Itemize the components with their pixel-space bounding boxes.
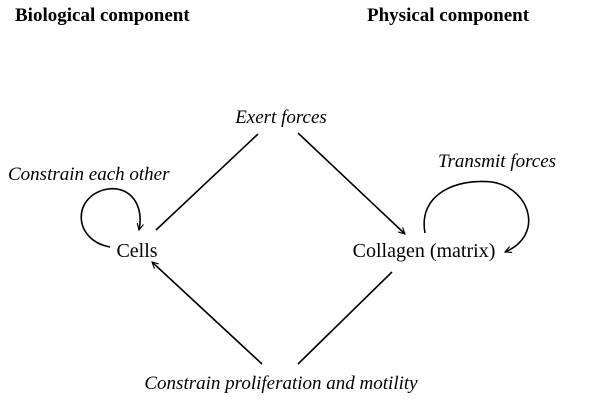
arrow-exert-forces-to-collagen (297, 132, 405, 234)
node-collagen-matrix: Collagen (matrix) (353, 240, 496, 262)
edge-collagen-to-constrain-proliferation (297, 271, 393, 365)
node-cells: Cells (116, 240, 157, 262)
heading-physical-component: Physical component (367, 5, 530, 26)
arrow-constrain-proliferation-to-cells (152, 262, 263, 365)
edge-label-constrain-each-other: Constrain each other (8, 164, 170, 185)
heading-biological-component: Biological component (15, 5, 190, 26)
self-loop-collagen-arrow (423, 180, 530, 252)
edge-label-transmit-forces: Transmit forces (438, 151, 556, 172)
self-loop-cells-arrow (80, 188, 140, 248)
edge-label-constrain-proliferation-motility: Constrain proliferation and motility (144, 373, 418, 394)
edge-label-exert-forces: Exert forces (234, 107, 327, 128)
edge-cells-to-exert-forces (155, 133, 259, 231)
